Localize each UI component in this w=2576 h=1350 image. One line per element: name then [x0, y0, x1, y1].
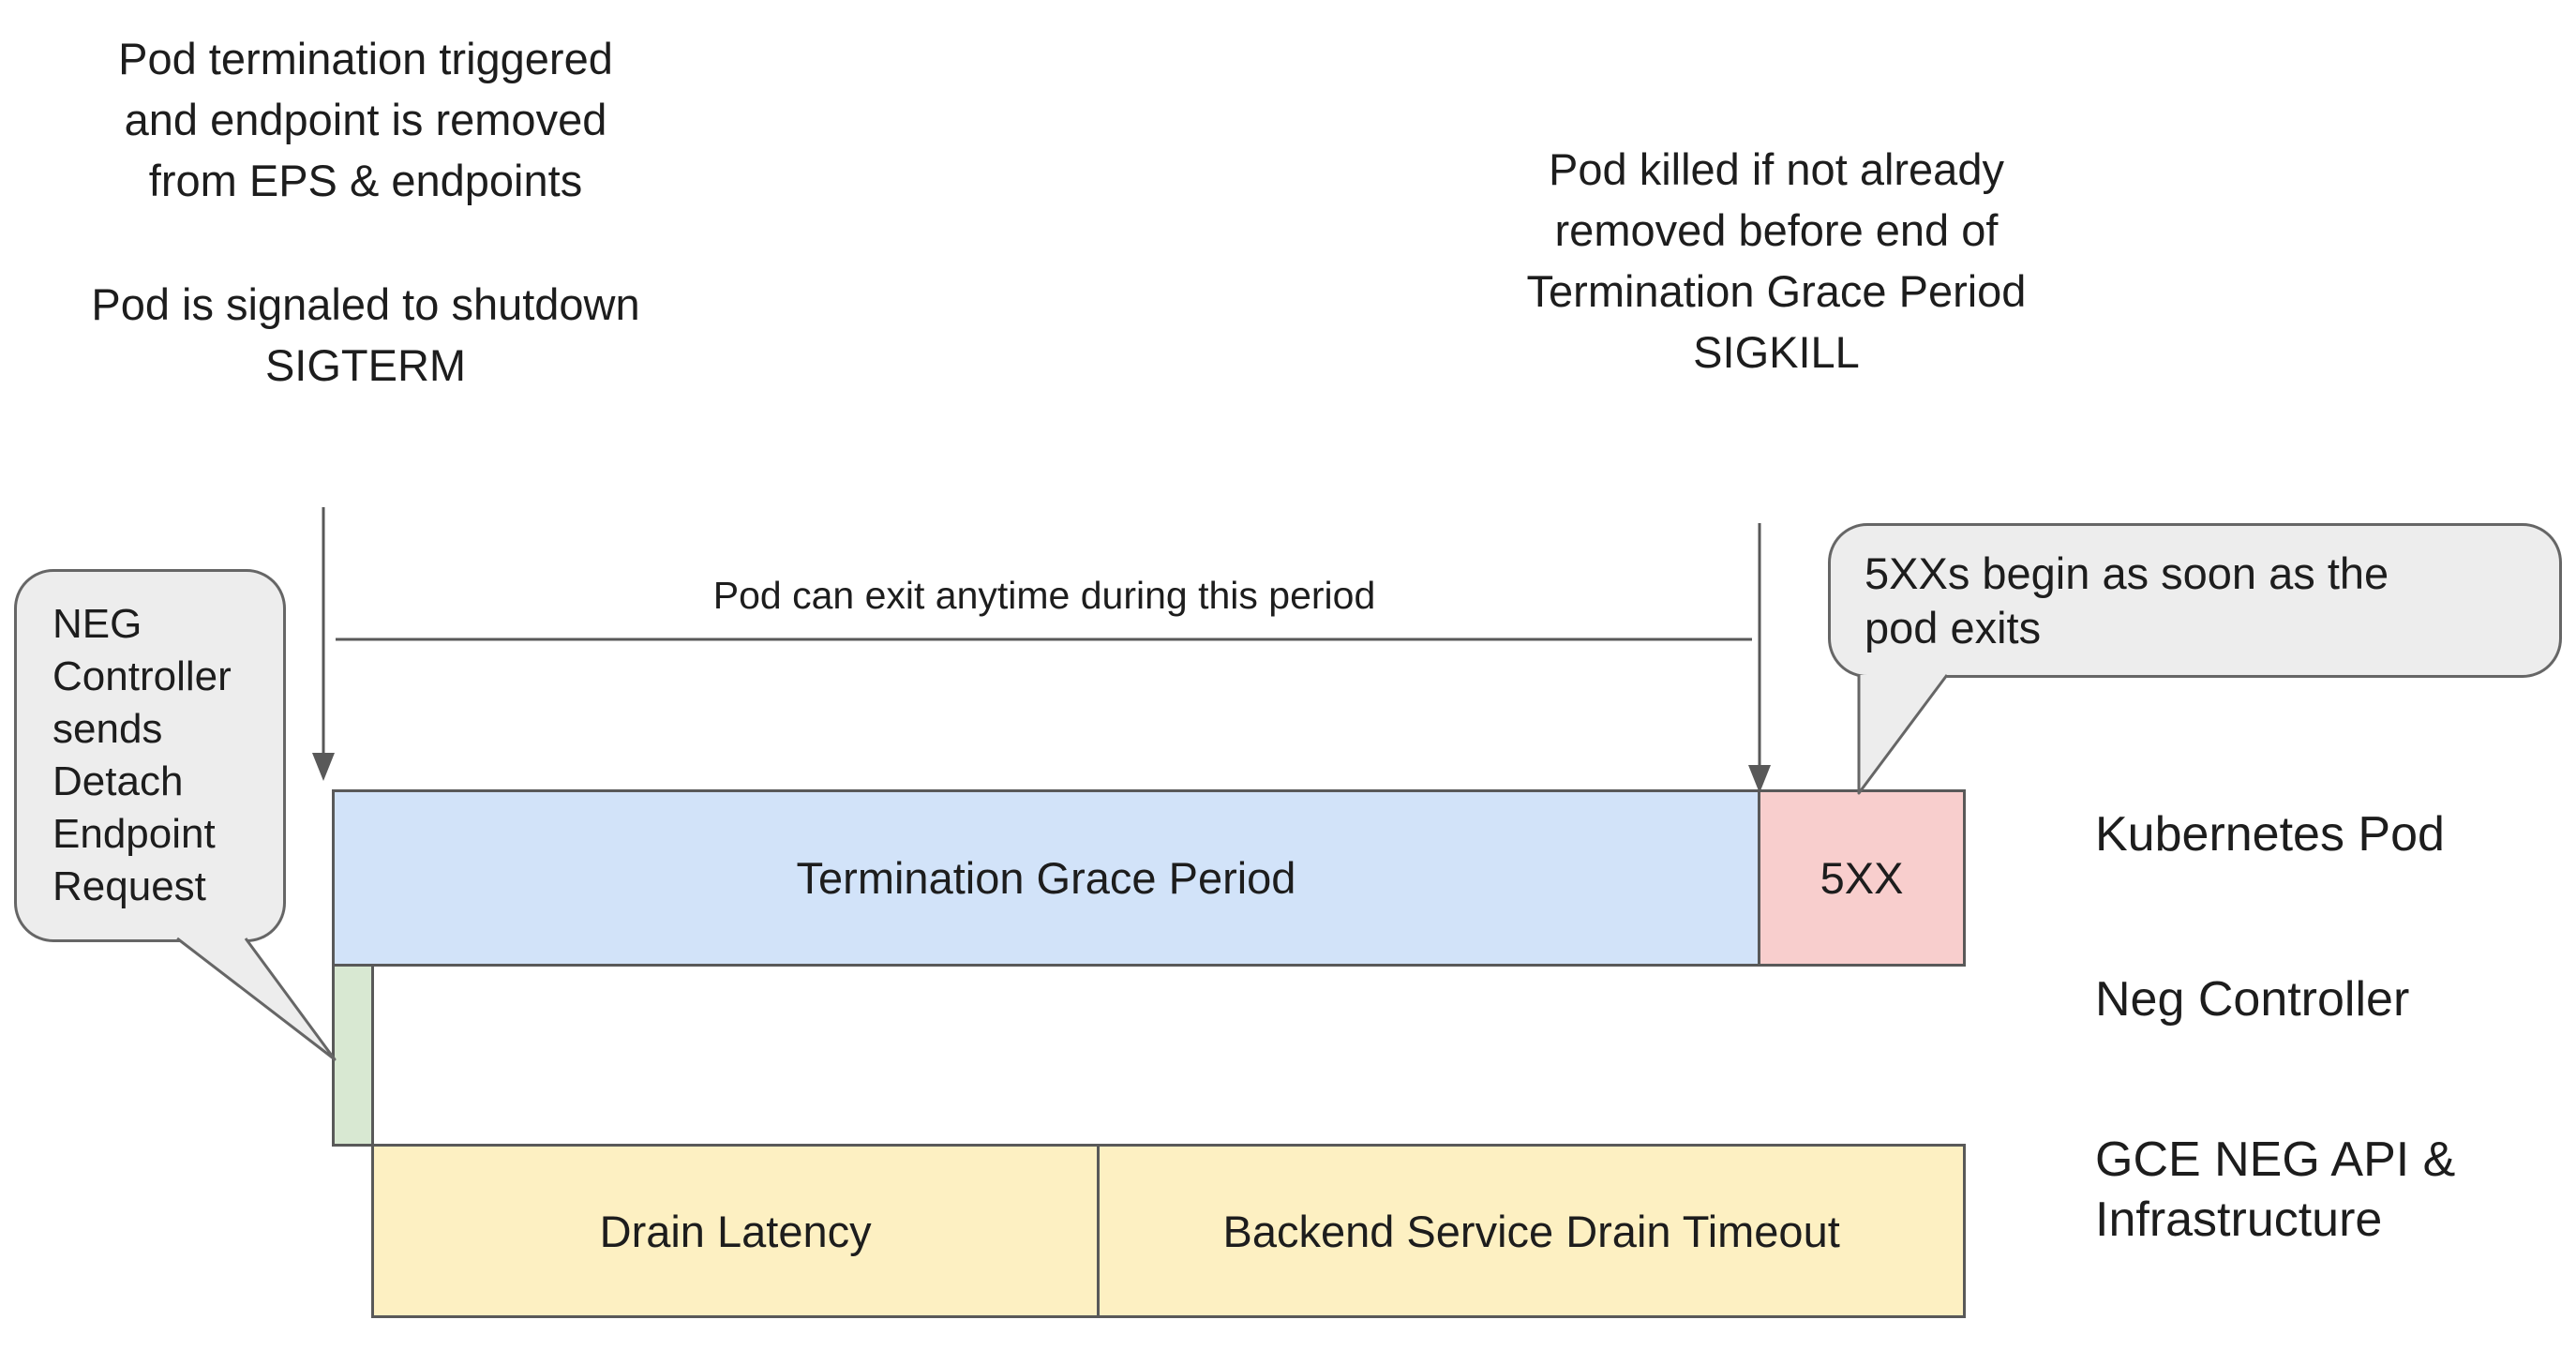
- bracket-label-pod-can-exit: Pod can exit anytime during this period: [712, 574, 1376, 617]
- lane-label-neg-controller: Neg Controller: [2095, 972, 2410, 1027]
- callout-neg-controller-detach: NEG Controller sends Detach Endpoint Req…: [14, 569, 286, 942]
- note-pod-termination-triggered: Pod termination triggered and endpoint i…: [118, 34, 613, 205]
- termination-grace-period-bar: Termination Grace Period: [332, 789, 1760, 967]
- lane-label-gce-neg-api: GCE NEG API & Infrastructure: [2095, 1132, 2456, 1247]
- sigterm-arrow: [312, 507, 335, 781]
- 5xx-label: 5XX: [1820, 853, 1904, 903]
- sigterm-arrowhead-icon: [312, 753, 335, 781]
- note-pod-sigterm: Pod is signaled to shutdown SIGTERM: [91, 279, 640, 390]
- backend-service-drain-timeout-segment: Backend Service Drain Timeout: [1097, 1147, 1963, 1315]
- lane-label-kubernetes-pod: Kubernetes Pod: [2095, 807, 2445, 862]
- 5xx-bar: 5XX: [1758, 789, 1966, 967]
- neg-detach-bar: [332, 964, 374, 1147]
- drain-latency-segment: Drain Latency: [374, 1147, 1097, 1315]
- callout-right-tail: [1857, 674, 1949, 795]
- callout-5xx-begin: 5XXs begin as soon as the pod exits: [1828, 523, 2562, 678]
- termination-grace-period-label: Termination Grace Period: [796, 853, 1296, 903]
- drain-latency-label: Drain Latency: [599, 1206, 872, 1256]
- callout-left-tail: [176, 937, 337, 1061]
- backend-service-drain-timeout-label: Backend Service Drain Timeout: [1222, 1206, 1840, 1256]
- gce-drain-bar: Drain Latency Backend Service Drain Time…: [371, 1144, 1966, 1318]
- sigkill-arrow: [1748, 523, 1771, 793]
- note-pod-sigkill: Pod killed if not already removed before…: [1526, 144, 2027, 377]
